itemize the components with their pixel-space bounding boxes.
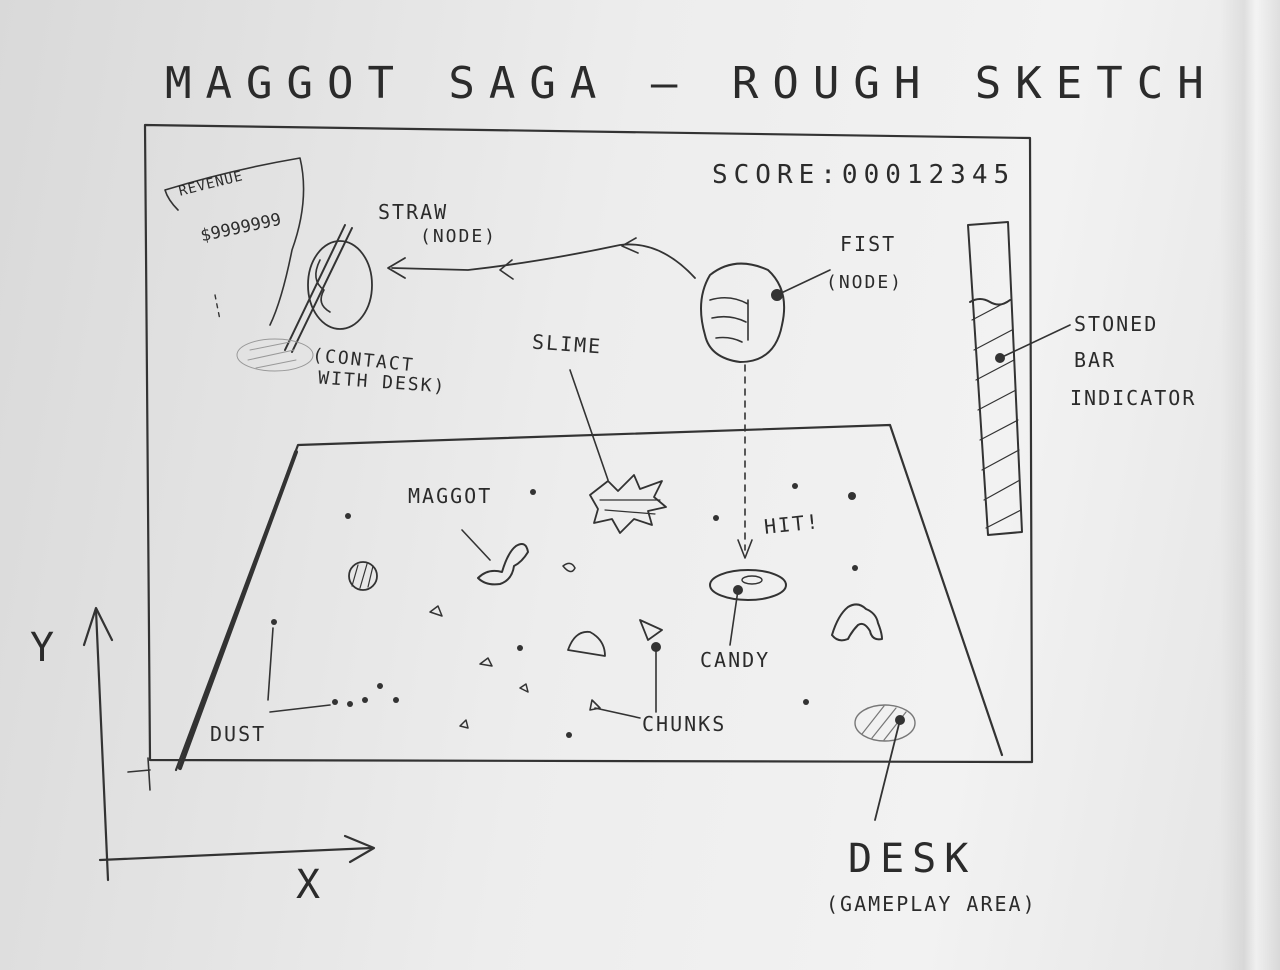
candy-label: CANDY	[700, 648, 771, 672]
x-axis-label: X	[296, 862, 329, 908]
chunks-label: CHUNKS	[642, 712, 727, 736]
hand-ellipse	[307, 240, 373, 330]
dust-dots	[271, 483, 858, 738]
slime-label: SLIME	[531, 329, 603, 359]
stoned-bar-frame	[967, 221, 1023, 536]
score-readout: SCORE:00012345	[712, 160, 1016, 190]
maggot-label: MAGGOT	[408, 484, 493, 508]
desk-patch	[854, 704, 916, 742]
straw	[284, 224, 353, 353]
maggot-1	[477, 543, 529, 586]
desk-left-edge-bold	[178, 450, 298, 770]
revenue-scroll	[164, 157, 305, 326]
stoned-bar-fill-hatch	[971, 299, 1022, 529]
x-axis	[98, 846, 374, 862]
candy	[709, 569, 787, 601]
maggot-2	[831, 603, 883, 642]
straw-label: STRAW	[378, 200, 449, 224]
contact-smudge	[236, 338, 314, 372]
desk-sub-label: (GAMEPLAY AREA)	[826, 892, 1037, 916]
stoned-label-line2: BAR	[1074, 348, 1117, 372]
fist-label: FIST	[840, 232, 897, 256]
y-axis-label: Y	[30, 625, 63, 671]
fist-sub-label: (NODE)	[826, 272, 904, 293]
screen-frame	[143, 123, 1034, 764]
stoned-label-line1: STONED	[1074, 312, 1159, 336]
chunk-1	[567, 630, 606, 657]
desk-outline	[174, 423, 1004, 772]
desk-label: DESK	[848, 836, 977, 882]
chunk-2	[639, 619, 663, 641]
dust-label: DUST	[210, 722, 267, 746]
page-title: MAGGOT SAGA — ROUGH SKETCH	[165, 58, 1218, 109]
stoned-label-line3: INDICATOR	[1070, 386, 1197, 410]
straw-sub-label: (NODE)	[420, 226, 498, 247]
y-axis	[94, 608, 110, 882]
fist-drawing	[700, 262, 786, 363]
paper-edge	[1220, 0, 1280, 970]
striped-ball	[348, 561, 378, 591]
fist-to-straw-arrow	[391, 243, 696, 279]
slime-blob	[589, 474, 667, 534]
